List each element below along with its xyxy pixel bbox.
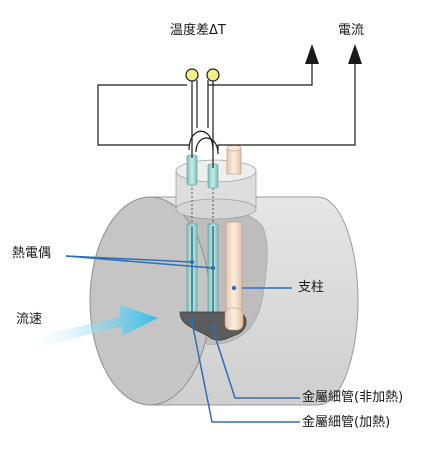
support-label: 支柱	[298, 280, 325, 295]
circuit-wires	[97, 62, 356, 168]
terminal-left	[185, 68, 199, 82]
temp-diff-label: 温度差ΔT	[170, 24, 226, 37]
flow-label: 流速	[16, 312, 43, 327]
support-rod	[225, 144, 243, 323]
current-arrow-right	[348, 44, 362, 64]
delta-t-text: ΔT	[209, 23, 226, 38]
temp-diff-text: 温度差	[170, 23, 210, 38]
current-label: 電流	[338, 23, 365, 38]
metal-tubes	[186, 154, 219, 323]
terminal-right	[206, 68, 220, 82]
tube-unheated-label: 金屬細管(非加熱)	[302, 390, 404, 405]
thermocouple-label: 熱電偶	[12, 246, 52, 261]
leader-lines	[65, 255, 300, 423]
tube-heated-label: 金屬細管(加熱)	[302, 415, 391, 430]
current-arrow-left	[305, 44, 319, 64]
flow-arrow	[20, 305, 158, 350]
